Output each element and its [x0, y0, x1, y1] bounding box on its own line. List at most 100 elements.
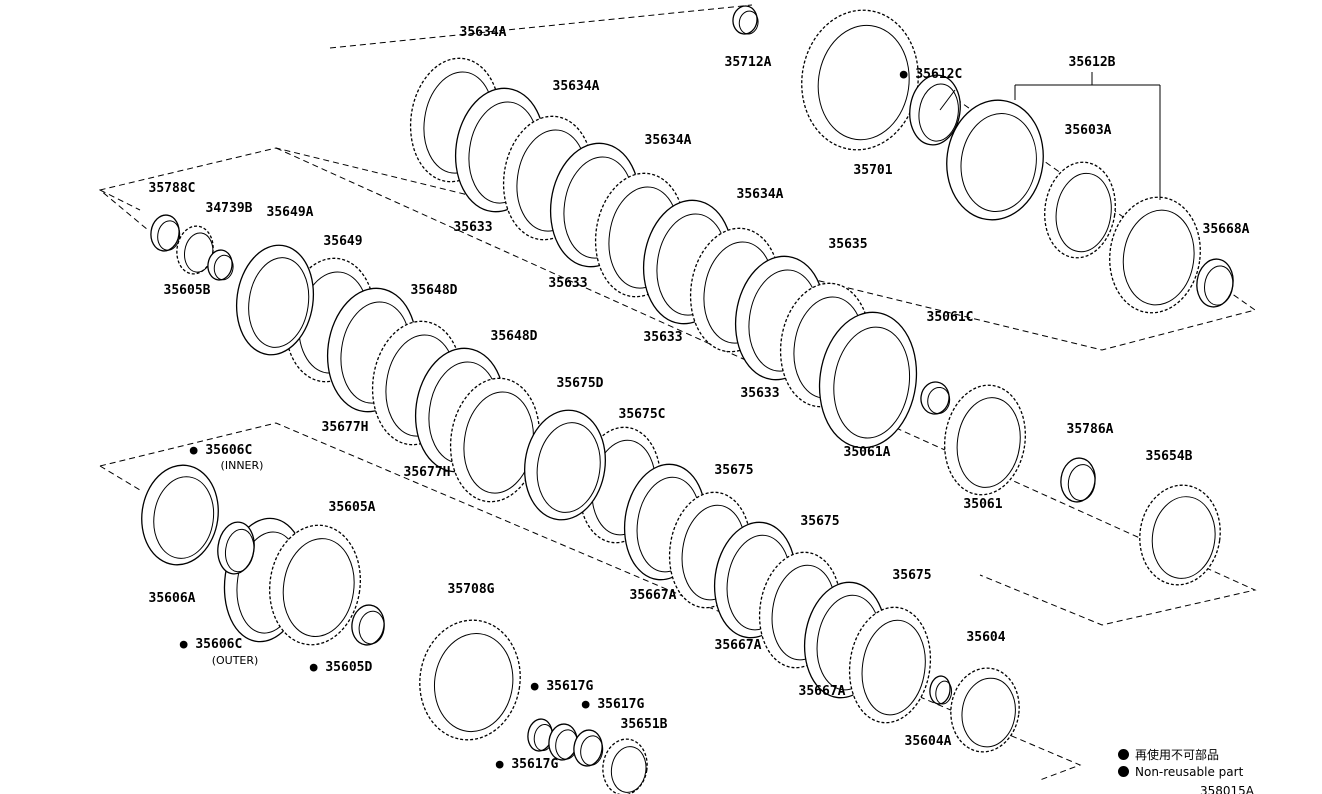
legend-en-text: Non-reusable part — [1135, 765, 1244, 779]
part-label: 35654B — [1145, 449, 1193, 464]
part-label: 35605A — [328, 500, 376, 515]
part-label: 35634A — [459, 25, 507, 40]
drawing-code: 358015A — [1200, 784, 1255, 794]
part-label: 35788C — [148, 181, 196, 196]
part-label: 35675 — [892, 568, 932, 583]
piston-35606A — [141, 464, 219, 566]
ring-35712A-inner — [738, 10, 759, 35]
boundary-line — [275, 147, 1257, 626]
race-35788C-inner — [157, 220, 181, 251]
snap-ring — [524, 409, 606, 521]
drum-35708G — [419, 619, 521, 741]
bearing-35651B — [602, 738, 648, 794]
drum-35708G-inner — [433, 633, 514, 733]
snap-ring-35668A-inner — [1204, 265, 1234, 306]
boundary-line — [99, 189, 141, 211]
part-label: 35635 — [828, 237, 868, 252]
ring-35605D — [351, 604, 385, 646]
part-label: 35675 — [714, 463, 754, 478]
legend-jp: 再使用不可部品 — [1118, 746, 1219, 763]
part-label: 35633 — [453, 220, 493, 235]
boundary-line — [99, 422, 1082, 781]
part-label: ● 35617G — [581, 697, 645, 712]
snap-ring-inner — [536, 422, 601, 513]
part-label: 35603A — [1064, 123, 1112, 138]
carrier-35604 — [950, 667, 1020, 753]
gear-35612B — [1109, 196, 1201, 314]
part-label: 35605B — [163, 283, 211, 298]
ring-35712A — [732, 5, 758, 35]
seal-35606C-inner-inner — [224, 528, 255, 573]
carrier-35604-inner — [961, 677, 1016, 748]
part-label: 35701 — [853, 163, 893, 178]
bearing-35061C — [920, 381, 950, 415]
part-label: 35061C — [926, 310, 974, 325]
part-label: 35606A — [148, 591, 196, 606]
part-label: 35675C — [618, 407, 666, 422]
o-ring-35612C-inner — [918, 83, 959, 142]
snap-ring-35604A — [929, 675, 951, 705]
part-label: 35677H — [403, 465, 451, 480]
legend-en: Non-reusable part — [1118, 765, 1243, 779]
part-label: 35786A — [1066, 422, 1114, 437]
part-label: 35612B — [1068, 55, 1116, 70]
part-label: 35634A — [552, 79, 600, 94]
part-label: 35633 — [643, 330, 683, 345]
bullet-icon — [1118, 749, 1129, 760]
part-label: 35712A — [724, 55, 772, 70]
race-35788C — [150, 214, 180, 252]
part-label: 35675 — [800, 514, 840, 529]
hub-35061-inner — [956, 397, 1021, 488]
part-label: 35604 — [966, 630, 1006, 645]
part-label: 35061 — [963, 497, 1003, 512]
part-label: 35667A — [798, 684, 846, 699]
boundary-line — [99, 465, 141, 491]
part-label: 35651B — [620, 717, 668, 732]
o-ring-35612C — [909, 74, 961, 146]
part-label: 35675D — [556, 376, 604, 391]
inner-note: (INNER) — [220, 459, 264, 472]
snap-ring-35604A-inner — [935, 680, 953, 705]
bullet-icon — [1118, 766, 1129, 777]
leader-line — [939, 89, 956, 111]
part-label: 35634A — [644, 133, 692, 148]
piston-35612B — [946, 99, 1044, 221]
gear-35654B-inner — [1151, 496, 1216, 579]
race-34739B-inner — [213, 254, 234, 281]
snap-ring-inner — [248, 257, 310, 348]
ring-35617G-inner — [580, 735, 604, 766]
part-label: ● 35617G — [495, 757, 559, 772]
part-label: 35677H — [321, 420, 369, 435]
gear-35612B-inner — [1122, 209, 1195, 306]
part-label: 35061A — [843, 445, 891, 460]
snap-ring-35668A — [1196, 258, 1234, 308]
part-label: 35604A — [904, 734, 952, 749]
piston-35606A-inner — [153, 476, 215, 559]
drum-35701-inner — [817, 24, 910, 141]
part-label: 34739B — [205, 201, 253, 216]
bearing-35061C-inner — [927, 386, 951, 415]
one-way-clutch-35603A — [1044, 161, 1116, 259]
hub-35061 — [944, 384, 1026, 496]
part-label: 35648D — [410, 283, 458, 298]
part-label: 35633 — [740, 386, 780, 401]
part-label: 35668A — [1202, 222, 1250, 237]
part-label: 35649A — [266, 205, 314, 220]
gear-35605A — [269, 524, 361, 646]
snap-ring-inner — [833, 326, 911, 439]
part-label: ● 35606C — [189, 443, 253, 458]
snap-ring — [235, 244, 315, 356]
part-label: ● 35605D — [309, 660, 373, 675]
clutch-disc — [848, 606, 932, 724]
one-way-clutch-35603A-inner — [1055, 172, 1112, 253]
part-label: 35648D — [490, 329, 538, 344]
part-label: 35633 — [548, 276, 588, 291]
race-34739B — [207, 249, 233, 281]
part-label: ● 35606C — [179, 637, 243, 652]
piston-35612B-inner — [960, 113, 1037, 213]
part-label: 35708G — [447, 582, 495, 597]
bearing-35651B-inner — [610, 746, 647, 793]
snap-ring — [818, 311, 918, 449]
